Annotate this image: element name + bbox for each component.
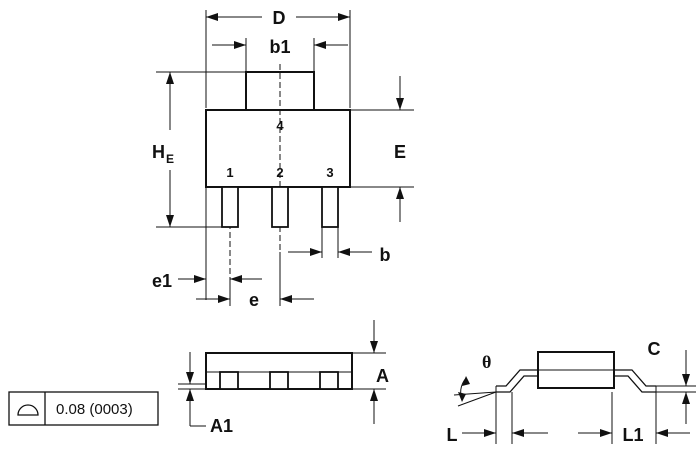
side-view-front: A A1 0.08 (0003) [8,320,389,436]
dim-L-label: L [447,425,458,445]
pin-1-label: 1 [226,165,233,180]
top-view: D b1 4 1 2 3 H E [152,8,414,310]
dim-e-label: e [249,290,259,310]
side-lead-1 [219,371,239,390]
dim-L1-label: L1 [622,425,643,445]
tolerance-value: 0.08 (0003) [56,401,133,418]
pin-2-label: 2 [276,165,283,180]
side-lead-2 [269,371,289,390]
gull-wing-lead-right [614,369,656,393]
dim-b1-label: b1 [269,37,290,57]
dim-b-label: b [380,245,391,265]
tolerance-frame [8,391,159,426]
pin-3-label: 3 [326,165,333,180]
dim-e1-label: e1 [152,271,172,291]
side-lead-3 [319,371,339,390]
dim-theta-label: θ [482,352,491,372]
dim-HE-label: H [152,142,165,162]
dim-E-label: E [394,142,406,162]
dim-D-label: D [273,8,286,28]
dim-A1-label: A1 [210,416,233,436]
dim-HE-subscript: E [166,152,174,166]
gull-wing-lead-left [496,369,538,393]
pin-2-lead [271,186,289,228]
dim-C-label: C [648,339,661,359]
side-view-profile: θ L L1 C [447,339,696,445]
surface-profile-icon [17,404,39,416]
dim-A-label: A [376,366,389,386]
pin-3-lead [321,186,339,228]
pin-4-label: 4 [276,118,284,133]
pin-1-lead [221,186,239,228]
